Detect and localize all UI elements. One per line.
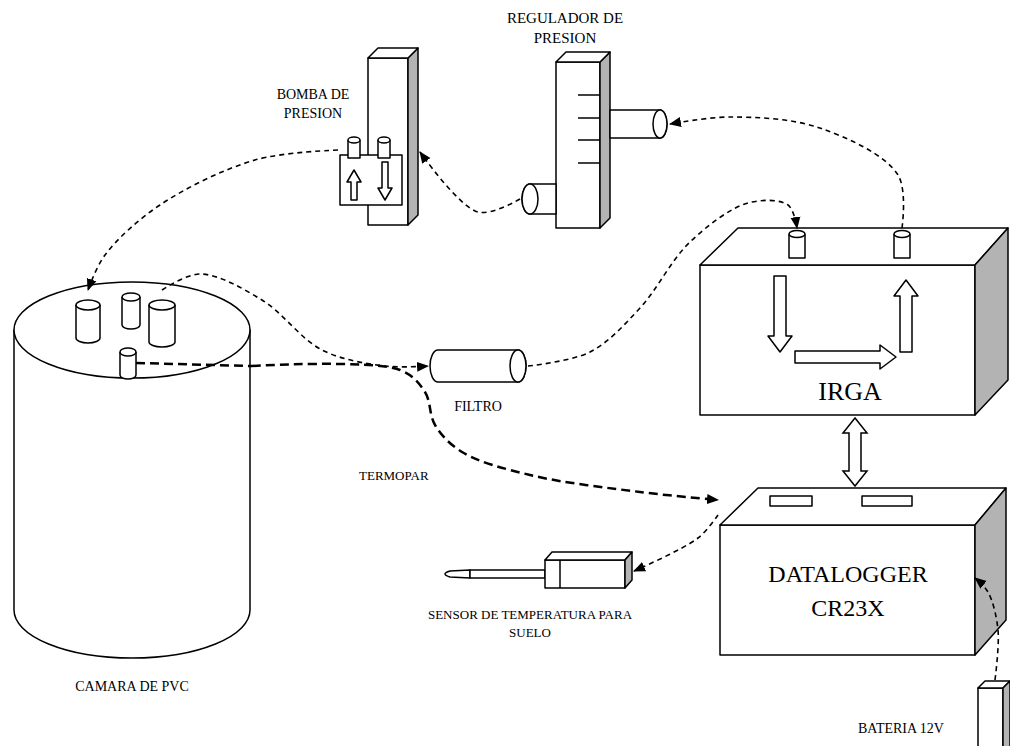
datalogger-box — [975, 488, 1006, 655]
flow-connector — [670, 117, 904, 228]
node-label: BOMBA DE PRESION — [262, 86, 364, 124]
equipment-node: BATERIA 12V — [976, 680, 1010, 746]
regulator-body — [556, 62, 600, 228]
irga-box — [975, 228, 1008, 415]
soil-sensor — [445, 570, 470, 578]
filter-cylinder — [430, 350, 526, 382]
equipment-node: CAMARA DE PVC — [12, 290, 252, 660]
node-label: IRGA — [800, 374, 900, 409]
equipment-node: FILTRO — [428, 348, 528, 384]
irga-box — [789, 231, 805, 238]
equipment-node: DATALOGGER CR23X — [718, 486, 975, 657]
flow-connector — [528, 200, 797, 366]
datalogger-box — [720, 488, 1006, 525]
thermocouple-wire — [136, 363, 252, 366]
soil-sensor — [470, 570, 545, 578]
regulator-body — [522, 184, 538, 214]
chamber-port — [149, 300, 175, 310]
soil-sensor — [559, 560, 561, 588]
pump-body — [348, 137, 360, 143]
pump-body — [368, 48, 418, 58]
chamber-port — [76, 300, 100, 310]
chamber-port — [122, 293, 140, 301]
node-label: SENSOR DE TEMPERATURA PARA SUELO — [425, 606, 635, 641]
pump-body — [408, 48, 418, 225]
flow-connector — [162, 274, 428, 367]
pump-body — [340, 48, 418, 225]
pump-body — [378, 137, 390, 143]
chamber-port — [149, 305, 175, 347]
chamber-cylinder — [14, 330, 250, 658]
datalogger-box — [770, 496, 812, 506]
equipment-node: REGULADOR DE PRESION — [520, 50, 670, 230]
regulator-body — [522, 184, 556, 214]
equipment-node: BOMBA DE PRESION — [338, 46, 420, 227]
chamber-port — [76, 293, 175, 379]
irga-box — [894, 231, 910, 238]
regulator-body — [600, 52, 610, 228]
datalogger-box — [720, 488, 1006, 655]
irga-box — [700, 265, 975, 415]
node-label: DATALOGGER CR23X — [748, 558, 948, 625]
data-link-arrow — [843, 418, 867, 486]
node-label: FILTRO — [425, 398, 531, 417]
soil-sensor — [545, 560, 625, 588]
regulator-body — [653, 110, 667, 138]
flow-connector — [252, 364, 718, 500]
soil-sensor — [445, 552, 632, 588]
node-label: REGULADOR DE PRESION — [490, 8, 640, 49]
filter-cylinder — [510, 350, 526, 382]
flow-connector — [88, 150, 338, 290]
regulator-body — [578, 162, 600, 164]
equipment-node: SENSOR DE TEMPERATURA PARA SUELO — [438, 550, 634, 590]
regulator-body — [556, 52, 610, 62]
flow-connector — [634, 515, 718, 571]
regulator-body — [578, 94, 600, 96]
flow-connector — [420, 152, 520, 213]
chamber-port — [120, 348, 136, 356]
soil-sensor — [625, 552, 632, 588]
flow-connector — [975, 578, 998, 680]
soil-sensor — [545, 552, 632, 560]
regulator-body — [522, 52, 667, 228]
node-label: CAMARA DE PVC — [12, 678, 252, 697]
chamber-cylinder — [14, 282, 250, 378]
pump-body — [378, 162, 392, 200]
battery-box — [978, 688, 1003, 746]
filter-cylinder — [430, 350, 526, 382]
irga-box — [700, 228, 1008, 265]
battery-box — [978, 681, 1010, 746]
connector-label: TERMOPAR — [357, 468, 431, 485]
chamber-port — [122, 297, 140, 329]
regulator-body — [578, 139, 600, 141]
irga-box — [795, 345, 896, 369]
irga-box — [768, 276, 792, 352]
regulator-body — [610, 110, 667, 138]
irga-box — [700, 228, 1008, 415]
pump-body — [340, 155, 402, 205]
node-label: BATERIA 12V — [836, 720, 966, 739]
equipment-node: IRGA — [698, 228, 1008, 418]
irga-box — [894, 280, 918, 352]
chamber-cylinder — [14, 282, 250, 658]
battery-box — [1003, 681, 1010, 746]
regulator-body — [578, 117, 600, 119]
datalogger-box — [862, 496, 912, 506]
illustration — [14, 48, 1010, 746]
datalogger-box — [720, 525, 975, 655]
pump-body — [347, 170, 361, 200]
